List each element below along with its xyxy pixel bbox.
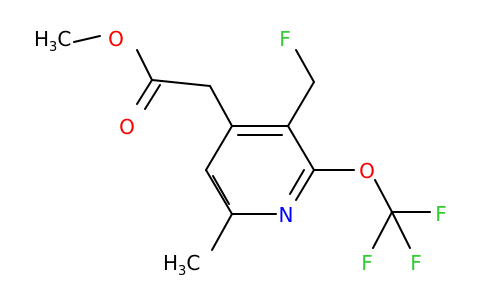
bond-carbonyl-double-2 — [144, 84, 161, 110]
ring-methyl-label: H3C — [163, 251, 200, 279]
bond-ring-c3-c2 — [287, 125, 315, 171]
ether-oxygen-label: O — [359, 159, 375, 183]
bond-carbonyl-methylene — [151, 79, 211, 87]
bond-fluoromethyl-fluorine — [295, 49, 315, 83]
ring-nitrogen-label: N — [279, 203, 294, 227]
cf3-fluorine-bottom-left-label: F — [361, 251, 373, 275]
atom-labels: H3C O O F O N H3C F F F — [34, 27, 447, 279]
bond-cf3-fluorine-bottom-left — [372, 211, 393, 249]
bond-ring-c6-c5 — [205, 169, 233, 215]
bond-ring-methyl — [211, 213, 233, 251]
cf3-fluorine-bottom-right-label: F — [410, 251, 422, 275]
bond-ring-c2-n-inner — [289, 169, 305, 195]
bonds — [73, 35, 431, 251]
carbonyl-oxygen-label: O — [119, 115, 135, 139]
bond-ring-c6-c5-inner — [212, 175, 230, 205]
bond-ring-c2-n — [295, 169, 315, 201]
bond-ring-fluoromethyl — [287, 81, 315, 127]
bond-carbonyl-double-1 — [136, 79, 153, 105]
bond-cf3-fluorine-bottom-right — [391, 211, 411, 249]
bond-methyl-oxygen — [73, 35, 101, 43]
bond-oxygen-carbonyl — [136, 49, 153, 81]
cf3-fluorine-right-label: F — [435, 202, 447, 226]
bond-ether-oxygen-cf3 — [374, 179, 393, 213]
ester-oxygen-label: O — [108, 27, 124, 51]
methoxy-methyl-label: H3C — [34, 27, 71, 55]
fluoromethyl-fluorine-label: F — [279, 27, 291, 51]
bond-methylene-ring — [209, 85, 233, 127]
bond-ring-c5-c4 — [205, 125, 233, 171]
